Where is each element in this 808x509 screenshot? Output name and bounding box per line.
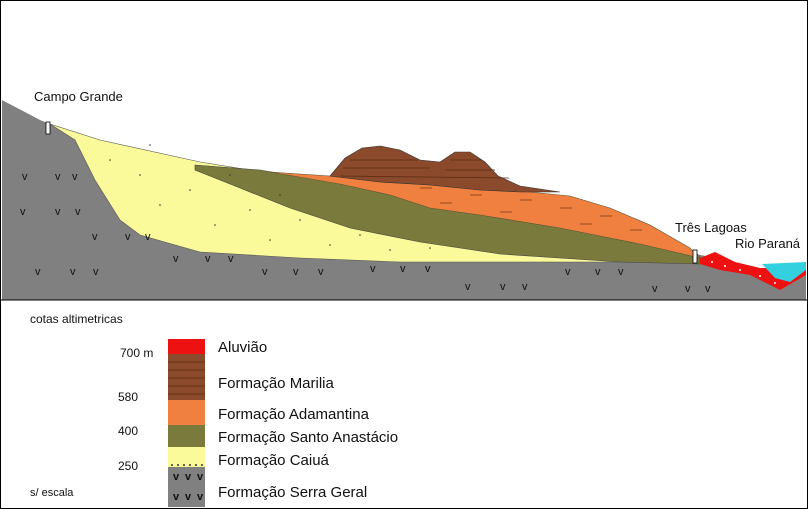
basalt-v: v bbox=[293, 266, 299, 278]
marilia-bedding-lines bbox=[339, 159, 511, 179]
legend-santo-anastacio: Formação Santo Anastácio bbox=[218, 429, 398, 446]
basalt-v: v bbox=[93, 266, 99, 278]
basalt-v: v bbox=[228, 253, 234, 265]
svg-text:v: v bbox=[185, 471, 192, 483]
column-aluviao-swatch bbox=[168, 339, 205, 354]
basalt-v: v bbox=[262, 266, 268, 278]
elevation-700: 700 m bbox=[120, 346, 153, 360]
rio-parana-label: Rio Paraná bbox=[735, 236, 801, 251]
aluviao-dots bbox=[711, 261, 776, 284]
svg-text:v: v bbox=[185, 491, 192, 503]
column-serra-geral-v: v v v v v v bbox=[173, 471, 204, 503]
legend-adamantina: Formação Adamantina bbox=[218, 406, 370, 423]
elevation-580: 580 bbox=[118, 390, 138, 404]
column-adamantina-swatch bbox=[168, 400, 205, 425]
basalt-v: v bbox=[595, 266, 601, 278]
tres-lagoas-label: Três Lagoas bbox=[675, 220, 747, 235]
scale-note: s/ escala bbox=[30, 487, 74, 499]
campo-grande-marker bbox=[45, 121, 51, 135]
basalt-v: v bbox=[652, 283, 658, 295]
basalt-v: v bbox=[145, 231, 151, 243]
basalt-v: v bbox=[500, 281, 506, 293]
legend-heading: cotas altimetricas bbox=[30, 312, 123, 326]
basalt-v: v bbox=[125, 231, 131, 243]
basalt-v: v bbox=[425, 263, 431, 275]
basalt-v: v bbox=[685, 283, 691, 295]
aluviao-layer bbox=[700, 252, 806, 290]
basalt-v: v bbox=[400, 263, 406, 275]
column-santo-anastacio-swatch bbox=[168, 425, 205, 447]
svg-text:v: v bbox=[173, 491, 180, 503]
elevation-400: 400 bbox=[118, 424, 138, 438]
column-caiua-dots bbox=[171, 464, 203, 466]
basalt-v: v bbox=[55, 206, 61, 218]
basalt-v: v bbox=[205, 253, 211, 265]
basalt-v: v bbox=[522, 281, 528, 293]
column-marilia-swatch bbox=[168, 354, 205, 400]
svg-text:v: v bbox=[197, 491, 204, 503]
column-marilia-lines bbox=[168, 361, 205, 395]
legend: cotas altimetricas 700 m 580 400 250 s/ … bbox=[30, 312, 398, 507]
legend-caiua: Formação Caiuá bbox=[218, 452, 330, 469]
svg-text:v: v bbox=[197, 471, 204, 483]
marilia-layer bbox=[329, 145, 561, 193]
basalt-v: v bbox=[705, 283, 711, 295]
legend-aluviao: Aluvião bbox=[218, 339, 267, 356]
basalt-v: v bbox=[70, 266, 76, 278]
basalt-v: v bbox=[318, 266, 324, 278]
legend-marilia: Formação Marilia bbox=[218, 375, 335, 392]
svg-text:v: v bbox=[173, 471, 180, 483]
cross-section-layers bbox=[0, 100, 808, 301]
basalt-v: v bbox=[465, 281, 471, 293]
basalt-v: v bbox=[55, 171, 61, 183]
basalt-v: v bbox=[75, 206, 81, 218]
basalt-v: v bbox=[618, 266, 624, 278]
river-water bbox=[762, 262, 806, 282]
caiua-dots bbox=[109, 144, 431, 251]
column-caiua-swatch bbox=[168, 447, 205, 467]
basalt-v: v bbox=[22, 171, 28, 183]
campo-grande-label: Campo Grande bbox=[34, 89, 123, 104]
tres-lagoas-marker bbox=[692, 249, 698, 264]
basalt-v: v bbox=[565, 266, 571, 278]
adamantina-dashes bbox=[420, 187, 642, 231]
elevation-250: 250 bbox=[118, 459, 138, 473]
basalt-v: v bbox=[370, 263, 376, 275]
basalt-v: v bbox=[20, 206, 26, 218]
legend-serra-geral: Formação Serra Geral bbox=[218, 484, 367, 501]
basalt-v: v bbox=[173, 253, 179, 265]
column-serra-geral-swatch bbox=[168, 467, 205, 507]
basalt-v-markers: v v v v v v v v v v v v v v v v v v v v … bbox=[20, 171, 711, 295]
basalt-v: v bbox=[35, 266, 41, 278]
basalt-v: v bbox=[72, 171, 78, 183]
basalt-v: v bbox=[92, 231, 98, 243]
